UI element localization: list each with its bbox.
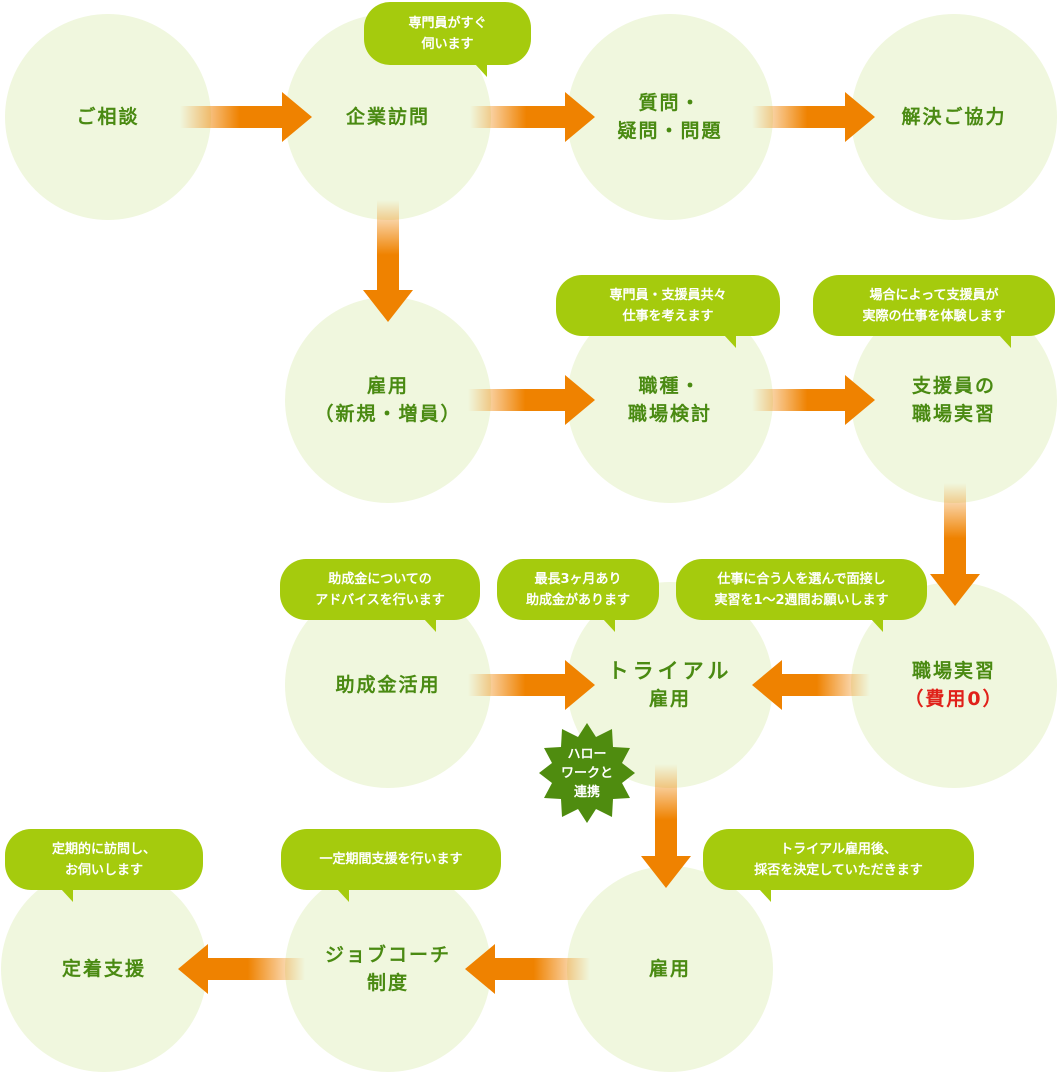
arrow-employment-to-jobcoach [465, 944, 590, 994]
bubble-retention: 定期的に訪問し、 お伺いします [5, 829, 203, 902]
bubble-visit: 専門員がすぐ 伺います [364, 2, 531, 77]
bubble-supporter: 場合によって支援員が 実際の仕事を体験します [813, 275, 1055, 348]
node-label: 企業訪問 [345, 106, 430, 128]
arrow-visit-to-hire [363, 200, 413, 322]
bubble-subsidy: 助成金についての アドバイスを行います [280, 559, 480, 632]
node-job-coach: ジョブコーチ 制度 [285, 866, 491, 1072]
arrow-hire-to-jobreview [468, 375, 595, 425]
node-label-line1: 雇用 [366, 375, 409, 397]
node-label: 助成金活用 [335, 674, 441, 696]
node-label-line1: 職場実習 [911, 660, 996, 682]
node-hiring: 雇用 （新規・増員） [285, 297, 491, 503]
arrow-visit-to-questions [470, 92, 595, 142]
bubble-line1: 一定期間支援を行います [319, 852, 463, 867]
bubble-line2: 採否を決定していただきます [754, 862, 923, 878]
bubble-line2: お伺いします [64, 862, 143, 878]
badge-line3: 連携 [573, 784, 600, 800]
arrow-workplace-to-trial [752, 660, 870, 710]
node-label-line2: （新規・増員） [314, 403, 462, 425]
node-label-line2: 雇用 [648, 688, 691, 710]
arrow-trial-to-employment [641, 764, 691, 888]
arrow-subsidy-to-trial [468, 660, 595, 710]
arrow-consult-to-visit [180, 92, 312, 142]
node-label-line1: 職種・ [638, 375, 702, 397]
node-label: 解決ご協力 [901, 106, 1007, 128]
arrow-questions-to-solve [752, 92, 875, 142]
node-label-line1: 質問・ [638, 92, 702, 114]
bubble-line1: 助成金についての [328, 571, 432, 587]
node-label: 定着支援 [61, 958, 146, 980]
bubble-trial: 最長3ヶ月あり 助成金があります [497, 559, 659, 632]
bubble-line2: 助成金があります [525, 592, 630, 608]
arrow-support-to-workplace [930, 483, 980, 606]
node-label-line2: 制度 [366, 972, 409, 994]
badge-line1: ハロー [567, 746, 607, 762]
node-solution: 解決ご協力 [851, 14, 1057, 220]
arrow-jobcoach-to-retention [178, 944, 305, 994]
bubble-line1: 場合によって支援員が [869, 287, 999, 303]
node-label: 雇用 [648, 958, 691, 980]
bubble-line2: アドバイスを行います [315, 592, 445, 608]
starburst-shape [539, 723, 635, 823]
bubble-line2: 実習を1～2週間お願いします [714, 592, 889, 608]
node-label-line2: 職場検討 [627, 403, 712, 425]
node-employment: 雇用 [567, 866, 773, 1072]
node-label: ご相談 [76, 106, 140, 128]
node-retention-support: 定着支援 [1, 866, 207, 1072]
bubble-employment: トライアル雇用後、 採否を決定していただきます [703, 829, 974, 902]
cost-label: （費用0） [904, 688, 1004, 710]
node-questions: 質問・ 疑問・問題 [567, 14, 773, 220]
badge-line2: ワークと [560, 765, 613, 781]
hellowork-badge: ハロー ワークと 連携 [538, 721, 636, 825]
bubble-line1: 専門員がすぐ [408, 15, 487, 31]
node-label-line2: 疑問・問題 [617, 120, 723, 142]
bubble-job-coach: 一定期間支援を行います [281, 829, 501, 902]
node-label-line2: 職場実習 [911, 403, 996, 425]
bubble-line1: 最長3ヶ月あり [534, 571, 622, 587]
bubble-line2: 伺います [421, 36, 474, 52]
bubble-job-review: 専門員・支援員共々 仕事を考えます [556, 275, 780, 348]
arrow-jobreview-to-support [752, 375, 875, 425]
bubble-line1: トライアル雇用後、 [780, 841, 897, 857]
bubble-line2: 仕事を考えます [622, 308, 714, 324]
bubble-line1: 定期的に訪問し、 [51, 841, 156, 857]
bubble-line2: 実際の仕事を体験します [862, 308, 1006, 324]
bubble-line1: 仕事に合う人を選んで面接し [717, 571, 886, 587]
node-label-line1: トライアル [607, 659, 733, 683]
bubble-line1: 専門員・支援員共々 [609, 287, 727, 303]
node-label-line1: 支援員の [911, 375, 996, 397]
bubble-workplace: 仕事に合う人を選んで面接し 実習を1～2週間お願いします [676, 559, 927, 632]
node-consult: ご相談 [5, 14, 211, 220]
node-label-line1: ジョブコーチ [324, 944, 451, 966]
